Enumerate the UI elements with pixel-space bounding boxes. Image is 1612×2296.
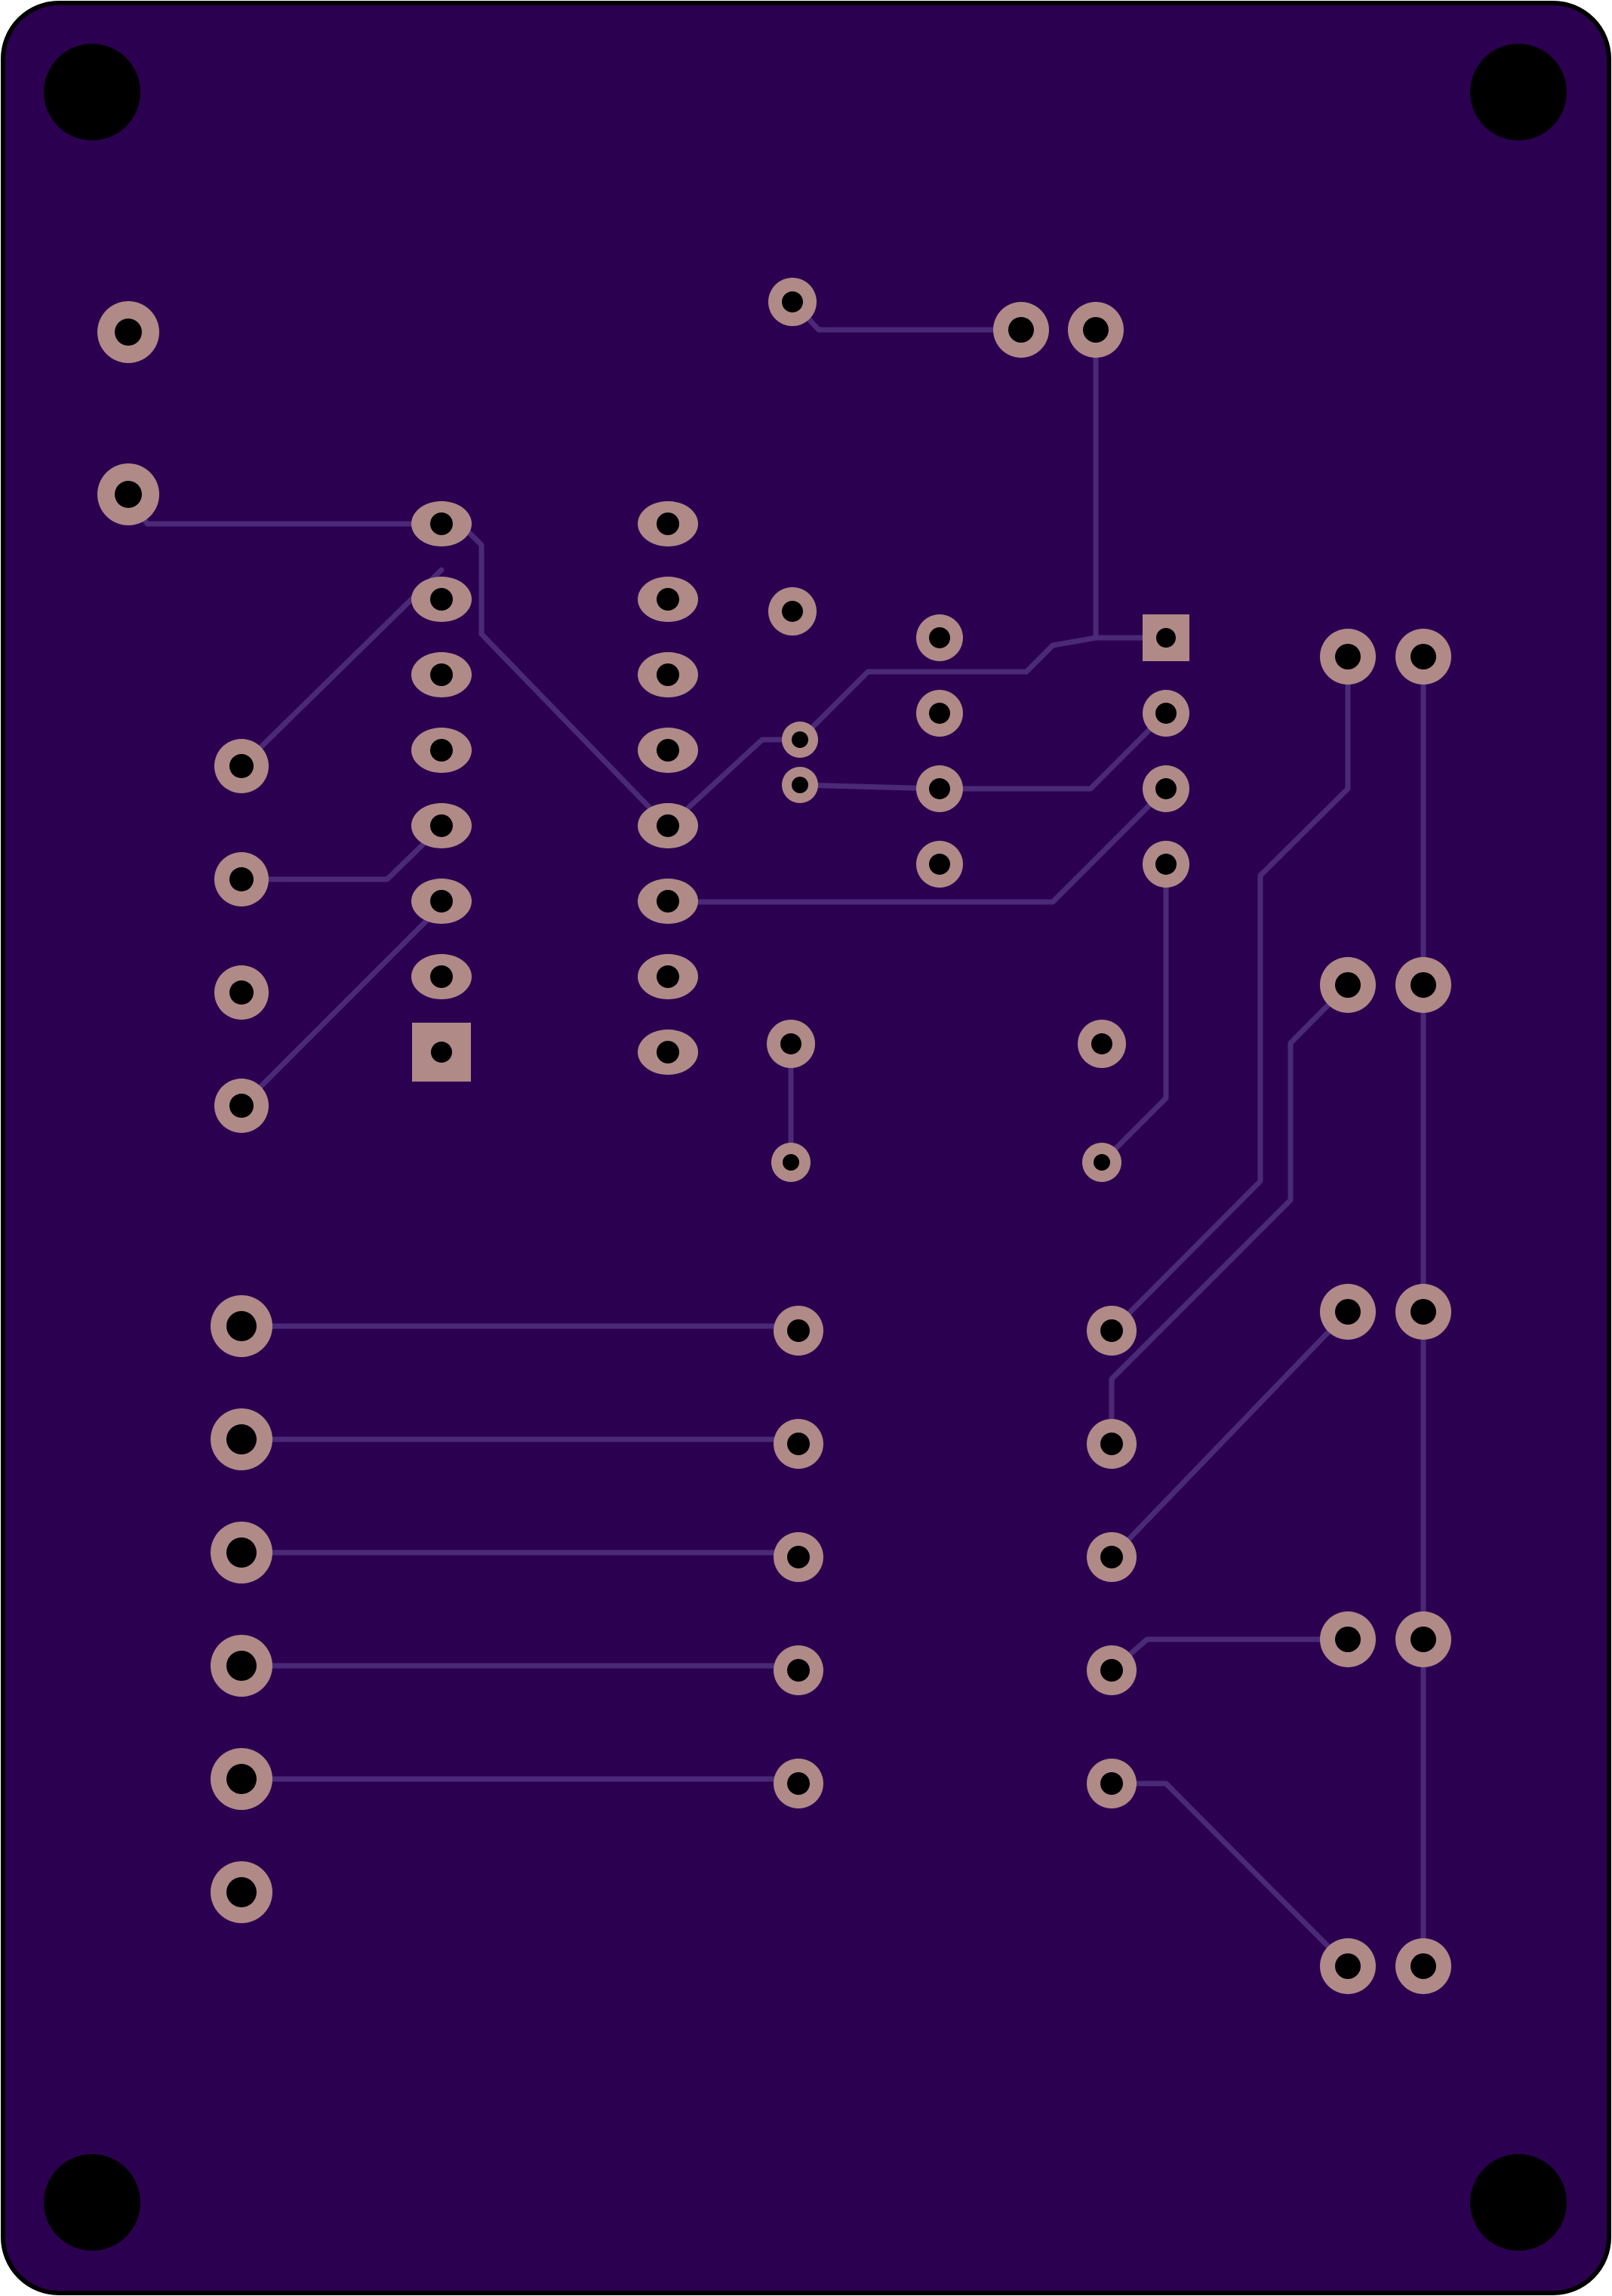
dip16-pin-drill: [430, 512, 453, 535]
pair-pad-drill: [1335, 1299, 1361, 1325]
ic-pad-drill: [1100, 1772, 1123, 1795]
trace: [238, 903, 445, 1109]
connector-pad-drill: [226, 1877, 257, 1907]
trace: [797, 635, 1169, 743]
dip16-pin-drill: [430, 890, 453, 913]
pair-pad-drill: [1335, 972, 1361, 998]
pair-pad-drill: [1335, 1953, 1361, 1979]
resistor-pad-drill: [783, 1154, 799, 1171]
pair-pad-drill: [1410, 1953, 1436, 1979]
dip8-pin-drill: [1155, 703, 1177, 724]
ic-pad-drill: [787, 1433, 810, 1455]
dip16-pin-drill: [657, 890, 679, 913]
resistor-pad-drill: [782, 291, 803, 312]
pair-pad-drill: [1335, 1627, 1361, 1652]
pair-pad-drill: [1410, 1299, 1436, 1325]
ic-pad-drill: [1100, 1659, 1123, 1682]
connector-pad-drill: [226, 1424, 257, 1454]
connector-pad-drill: [226, 1311, 257, 1341]
mounting-holes: [44, 44, 1567, 2251]
ic-pad-drill: [787, 1772, 810, 1795]
dip16-pin-drill: [657, 965, 679, 988]
mounting-hole-bottom-right: [1470, 2154, 1567, 2251]
dip16-pin-drill: [657, 1041, 679, 1063]
dip16-pin-drill: [430, 965, 453, 988]
pot-pad-drill: [1083, 317, 1109, 343]
ic-pad-drill: [787, 1546, 810, 1568]
trace: [1099, 861, 1169, 1165]
mounting-hole-top-right: [1470, 44, 1567, 140]
dip16-pin-drill: [430, 739, 453, 762]
dip8-pin-drill: [929, 627, 950, 648]
mounting-hole-bottom-left: [44, 2154, 140, 2251]
pair-pad-drill: [1335, 644, 1361, 669]
dip16-pin-drill: [430, 588, 453, 611]
pair-pad-drill: [1410, 1627, 1436, 1652]
trace: [238, 823, 445, 882]
power-pad-drill: [115, 481, 142, 508]
pair-pad-drill: [1410, 972, 1436, 998]
ic-pad-drill: [787, 1319, 810, 1342]
header-pad-drill: [229, 980, 254, 1005]
header-pad-drill: [229, 1094, 254, 1118]
ic-pad-drill: [1100, 1546, 1123, 1568]
dip16-pin1-drill: [431, 1042, 452, 1063]
dip8-pin-drill: [929, 703, 950, 724]
dip8-pin-drill: [929, 778, 950, 799]
dip8-pin-drill: [1155, 778, 1177, 799]
ic-pad-drill: [1100, 1319, 1123, 1342]
dip8-pin1-drill: [1156, 628, 1176, 648]
trace: [1109, 982, 1351, 1447]
connector-pad-drill: [226, 1651, 257, 1681]
header-pad-drill: [229, 867, 254, 891]
pair-pad-drill: [1410, 644, 1436, 669]
dip16-pin-drill: [657, 588, 679, 611]
dip16-pin-drill: [657, 814, 679, 837]
capacitor-pad-drill: [792, 731, 808, 748]
resistor-pad-drill: [782, 601, 803, 622]
dip8-pin-drill: [1155, 854, 1177, 875]
trace: [1109, 654, 1351, 1334]
dip16-pin-drill: [657, 663, 679, 686]
connector-pad-drill: [226, 1537, 257, 1568]
connector-pad-drill: [226, 1764, 257, 1794]
trace: [797, 710, 1169, 792]
trace: [238, 567, 445, 769]
capacitor-pad-drill: [792, 777, 808, 793]
pads: [97, 278, 1451, 1994]
power-pad-drill: [115, 319, 142, 346]
dip16-pin-drill: [430, 663, 453, 686]
dip8-pin-drill: [929, 854, 950, 875]
mounting-hole-top-left: [44, 44, 140, 140]
dip16-pin-drill: [657, 512, 679, 535]
header-pad-drill: [229, 754, 254, 778]
dip16-pin-drill: [430, 814, 453, 837]
resistor-pad-drill: [1091, 1033, 1112, 1054]
traces: [125, 299, 1426, 1969]
trace: [665, 786, 1169, 905]
ic-pad-drill: [1100, 1433, 1123, 1455]
pot-pad-drill: [1008, 317, 1034, 343]
resistor-pad-drill: [1094, 1154, 1110, 1171]
ic-pad-drill: [787, 1659, 810, 1682]
trace: [1109, 1309, 1351, 1560]
dip16-pin-drill: [657, 739, 679, 762]
resistor-pad-drill: [780, 1033, 801, 1054]
